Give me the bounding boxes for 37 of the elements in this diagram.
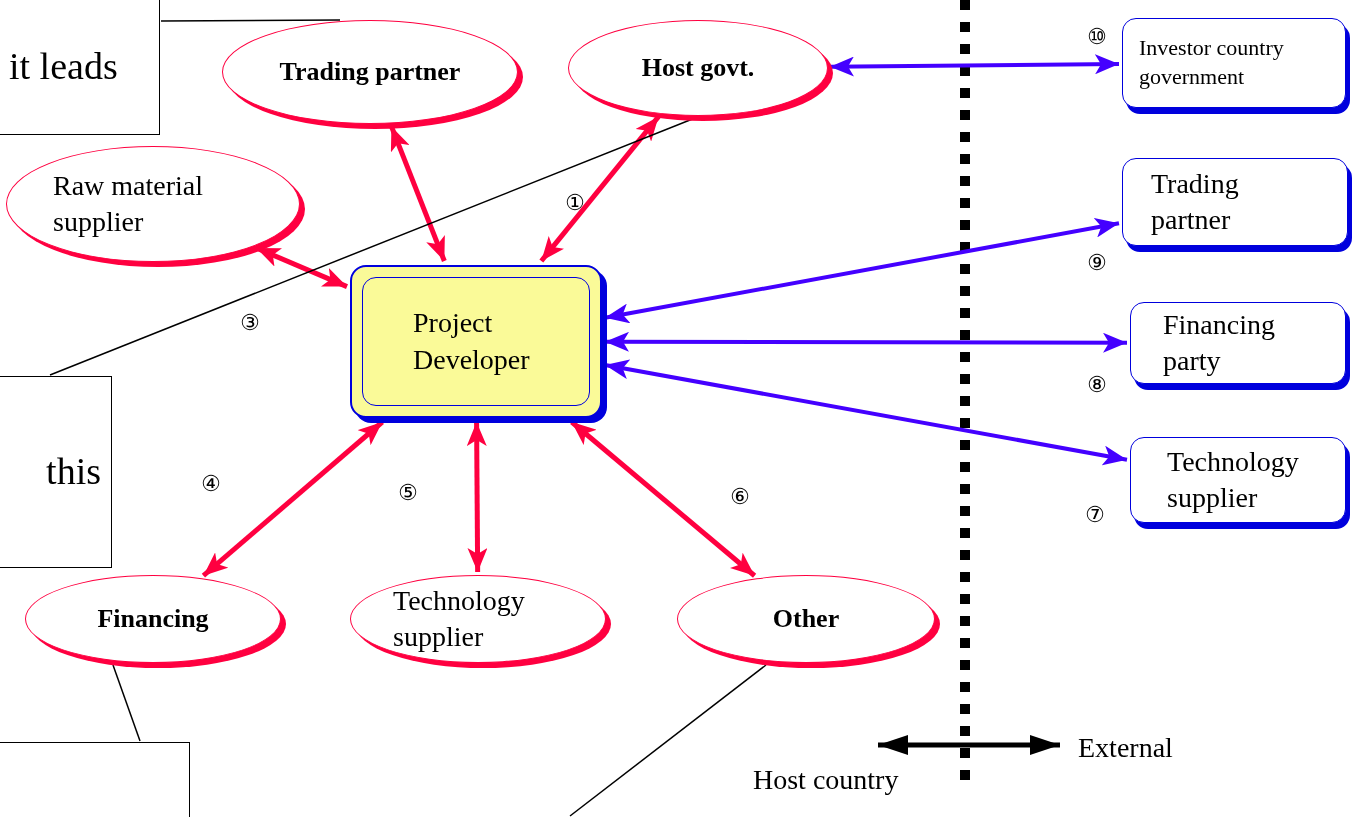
node-label: Technology supplier — [1167, 444, 1300, 515]
node-label: Other — [772, 603, 840, 636]
node-label: Financing party — [1163, 307, 1276, 378]
node-label: Investor country government — [1139, 34, 1285, 91]
double-arrow — [570, 420, 757, 578]
double-arrow — [605, 331, 1127, 353]
callout-number: ④ — [201, 473, 221, 495]
callout-box — [0, 376, 112, 568]
callout-number: ③ — [240, 312, 260, 334]
region-label: Host country — [753, 766, 899, 794]
node-label: Raw material supplier — [53, 168, 205, 239]
node-label: it leads — [9, 43, 118, 89]
callout-number: ① — [565, 192, 585, 214]
callout-number: ⑦ — [1085, 504, 1105, 526]
double-arrow — [604, 217, 1120, 324]
callout-number: ⑩ — [1087, 26, 1107, 48]
leader-line — [569, 664, 767, 817]
node-label: Trading partner — [1151, 166, 1240, 237]
node-label: this — [46, 449, 101, 495]
node-label: Host govt. — [641, 52, 755, 85]
double-arrow — [539, 115, 661, 263]
node-label: Project Developer — [413, 306, 531, 377]
double-arrow — [466, 422, 488, 572]
node-label: Trading partner — [279, 56, 461, 89]
region-label: External — [1078, 734, 1173, 762]
double-arrow — [201, 420, 384, 578]
callout-number: ⑧ — [1087, 374, 1107, 396]
callout-number: ⑨ — [1087, 252, 1107, 274]
leader-line — [112, 664, 141, 742]
callout-box — [0, 0, 160, 135]
double-arrow — [829, 54, 1119, 77]
callout-number: ⑤ — [398, 482, 418, 504]
callout-number: ⑥ — [730, 486, 750, 508]
node-label: Technology supplier — [393, 583, 526, 654]
callout-box — [0, 742, 190, 817]
node-label: Financing — [97, 603, 209, 636]
double-arrow — [604, 359, 1128, 466]
